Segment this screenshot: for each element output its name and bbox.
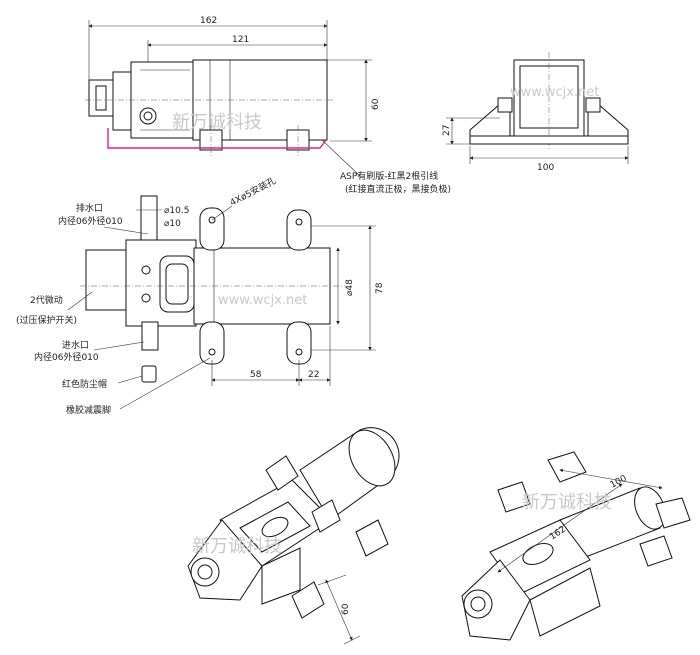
top-view: ⌀10.5 ⌀10 4Xø5安装孔 ⌀48 78 bbox=[16, 175, 385, 416]
dim-100: 100 bbox=[537, 163, 554, 173]
switch-label: 2代微动 bbox=[30, 294, 63, 306]
watermark-url-2: www.wcjx.net bbox=[218, 293, 307, 308]
iso-view-right: 100 162 bbox=[461, 451, 691, 641]
drain-port-spec: 内径06外径010 bbox=[58, 215, 123, 227]
switch-spec: (过压保护开关) bbox=[16, 314, 77, 326]
iso-dim-100: 100 bbox=[609, 474, 629, 491]
dim-outlet-inner: ⌀10 bbox=[164, 219, 181, 229]
dim-60: 60 bbox=[371, 98, 381, 110]
inlet-port-label: 进水口 bbox=[62, 339, 89, 351]
dim-motor-dia: ⌀48 bbox=[345, 279, 355, 296]
wire-lead bbox=[107, 128, 327, 149]
dim-121: 121 bbox=[232, 35, 249, 45]
watermark-company-1: 新万诚科技 bbox=[172, 112, 262, 133]
drain-port-label: 排水口 bbox=[76, 202, 103, 214]
watermark-company-3: 新万诚科技 bbox=[522, 492, 612, 513]
watermark-url-1: www.wcjx.net bbox=[510, 85, 599, 100]
dim-22: 22 bbox=[308, 370, 319, 380]
watermark-company-2: 新万诚科技 bbox=[192, 536, 282, 557]
dim-outlet-outer: ⌀10.5 bbox=[164, 206, 189, 216]
rubber-foot-label: 橡胶减震脚 bbox=[66, 404, 111, 416]
dim-27: 27 bbox=[442, 125, 452, 136]
watermarks: www.wcjx.net www.wcjx.net 新万诚科技 新万诚科技 新万… bbox=[172, 85, 612, 557]
mount-holes-label: 4Xø5安装孔 bbox=[228, 175, 278, 209]
wire-note-2: (红接直流正极，黑接负极) bbox=[345, 183, 451, 195]
iso-view-left: 60 bbox=[187, 427, 400, 645]
wire-note-1: ASP有刷版-红黑2根引线 bbox=[340, 170, 438, 182]
dust-cap-label: 红色防尘帽 bbox=[62, 378, 107, 390]
side-view: 162 121 60 ASP有刷版-红黑2根引线 (红接直流正极， bbox=[85, 16, 451, 195]
dim-162: 162 bbox=[200, 16, 217, 26]
front-view: 27 100 bbox=[442, 52, 629, 173]
iso-dim-60: 60 bbox=[341, 603, 351, 615]
dim-58: 58 bbox=[250, 370, 262, 380]
dim-78: 78 bbox=[375, 282, 385, 294]
inlet-port-spec: 内径06外径010 bbox=[34, 351, 99, 363]
